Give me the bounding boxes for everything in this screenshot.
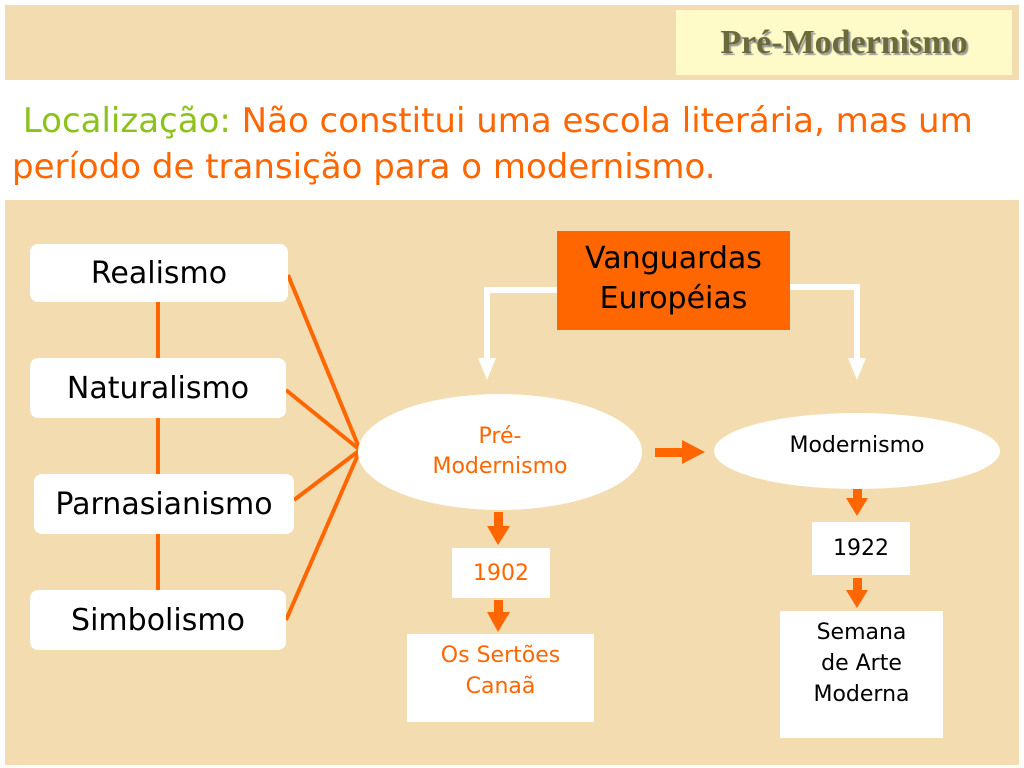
white-arrow-left — [484, 287, 557, 360]
slide-title: Pré-Modernismo — [676, 10, 1012, 75]
parnasianismo-line — [292, 448, 362, 502]
pre-line1: Pré- — [478, 424, 522, 449]
arrow-down-icon — [846, 498, 868, 516]
event-line1: Semana — [816, 620, 907, 645]
arrow-down-icon — [846, 590, 868, 608]
arrow-right-icon — [682, 440, 705, 464]
modern-ellipse-shape — [714, 413, 1000, 489]
event-line3: Moderna — [813, 682, 910, 707]
vanguardas-line1: Vanguardas — [585, 241, 762, 276]
event-line2: de Arte — [821, 651, 902, 676]
realismo-line — [286, 274, 362, 451]
school-simbolismo: Simbolismo — [30, 590, 286, 650]
naturalismo-line — [284, 388, 362, 452]
arrow-down-icon — [487, 612, 510, 632]
arrowhead-icon — [478, 358, 496, 380]
vanguardas-box: Vanguardas Européias — [557, 231, 790, 330]
pre-line2: Modernismo — [432, 454, 568, 479]
work-canaa: Canaã — [465, 674, 536, 699]
intro-text: Localização: Não constitui uma escola li… — [12, 98, 1012, 190]
modern-year-box: 1922 — [812, 522, 910, 575]
vanguardas-line2: Européias — [599, 281, 748, 316]
work-os-sertoes: Os Sertões — [440, 643, 561, 668]
school-naturalismo: Naturalismo — [30, 358, 286, 418]
intro-keyword: Localização: — [22, 101, 231, 141]
pre-year-box: 1902 — [452, 548, 550, 598]
pre-ellipse-shape — [358, 394, 642, 510]
arrowhead-icon — [848, 358, 866, 380]
pre-works-box: Os Sertões Canaã — [407, 634, 594, 722]
white-arrow-right — [790, 284, 860, 360]
simbolismo-line — [284, 449, 362, 621]
pre-modernismo-node: Pré- Modernismo — [358, 394, 642, 510]
arrow-down-icon — [487, 526, 510, 545]
school-realismo: Realismo — [30, 244, 288, 302]
intro-body: Não constitui uma escola literária, mas … — [12, 101, 973, 187]
school-parnasianismo: Parnasianismo — [34, 474, 294, 534]
modernismo-node: Modernismo — [789, 433, 925, 458]
modern-event-box: Semana de Arte Moderna — [780, 611, 943, 738]
